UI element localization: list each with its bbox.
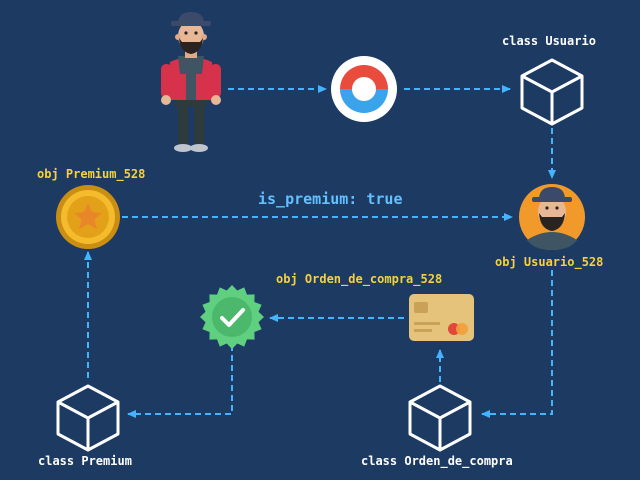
- obj-usuario-label: obj Usuario_528: [495, 255, 604, 269]
- person-icon: [161, 12, 221, 152]
- obj-orden-label: obj Orden_de_compra_528: [276, 272, 443, 286]
- credit-card-icon: [409, 294, 474, 341]
- is-premium-edge-label: is_premium: true: [258, 190, 403, 208]
- arrow-check-to-class-premium: [127, 345, 233, 418]
- obj-premium-label: obj Premium_528: [37, 167, 146, 181]
- star-coin-icon: [56, 185, 120, 249]
- cube-icon: [520, 58, 584, 126]
- class-usuario-label: class Usuario: [502, 34, 596, 48]
- arrow-obj-usuario-to-class-orden: [481, 270, 553, 418]
- class-premium-label: class Premium: [38, 454, 132, 468]
- user-avatar-icon: [519, 184, 585, 250]
- cube-icon: [408, 384, 472, 452]
- check-badge-icon: [200, 285, 264, 349]
- class-orden-label: class Orden_de_compra: [361, 454, 513, 468]
- app-logo-icon: [331, 56, 397, 122]
- cube-icon: [56, 384, 120, 452]
